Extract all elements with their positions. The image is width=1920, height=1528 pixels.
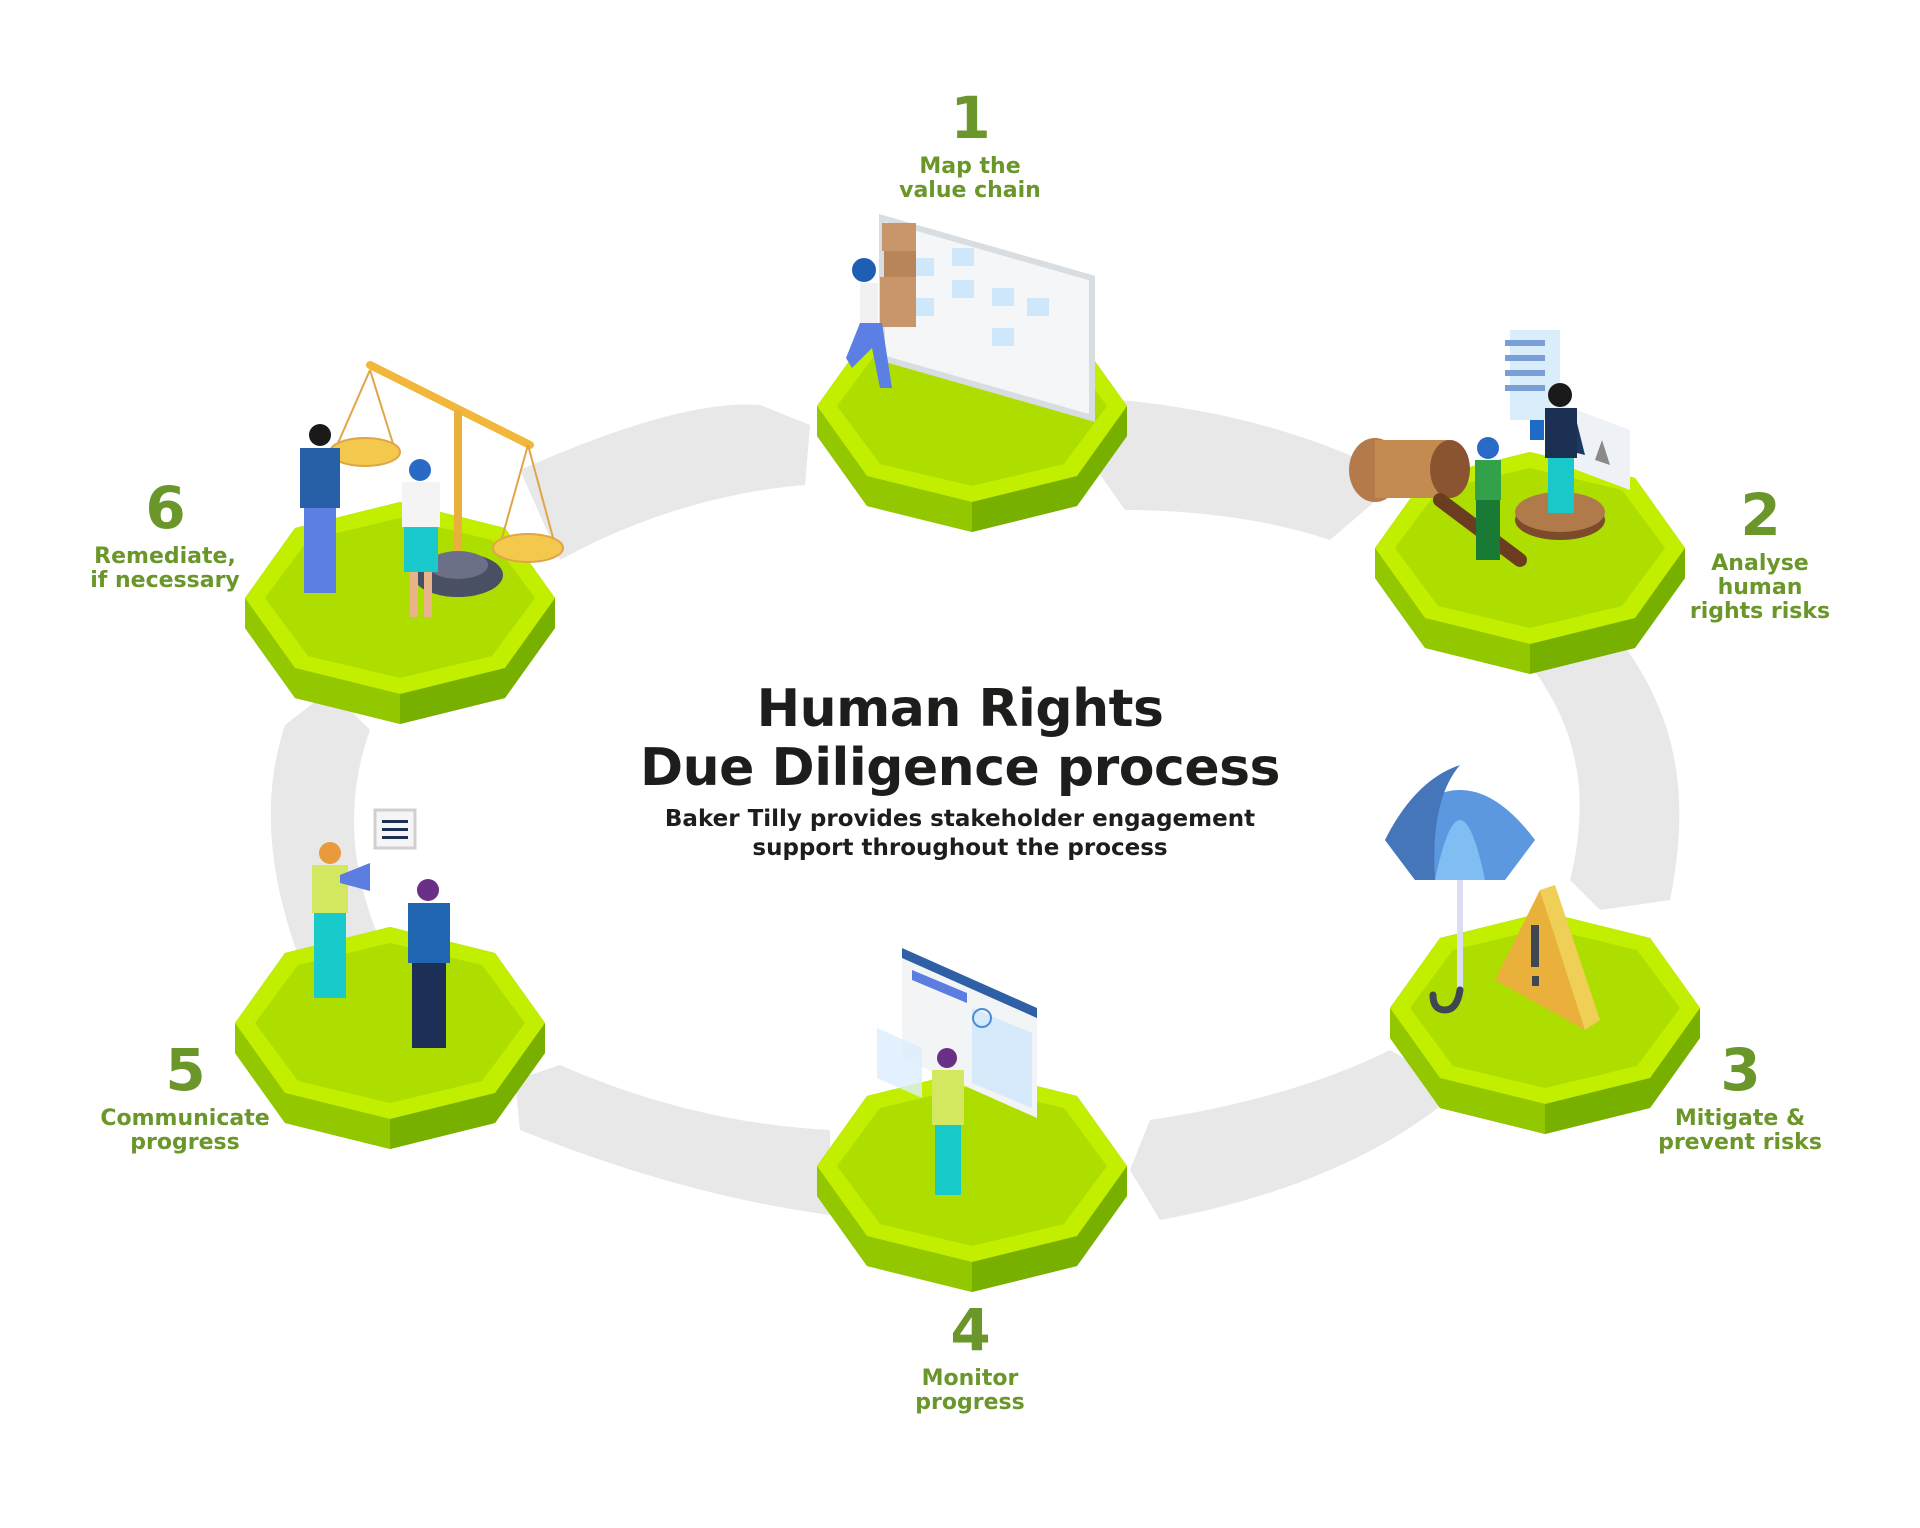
- step-3-title-line-2: prevent risks: [1658, 1130, 1822, 1156]
- listening-man-icon: [408, 879, 450, 1048]
- speech-bubble-icon: [373, 808, 417, 850]
- step-4-platform[interactable]: [817, 948, 1127, 1292]
- thinking-woman-icon: [1475, 437, 1501, 560]
- step-2-title-line-3: rights risks: [1689, 599, 1831, 625]
- step-6-platform[interactable]: [245, 361, 564, 724]
- man-with-magnifier-icon: [932, 1048, 964, 1195]
- arrow-1-to-2: [1090, 400, 1400, 540]
- arrow-5-to-6: [270, 690, 380, 960]
- step-1-title-line-2: value chain: [899, 178, 1041, 204]
- arrow-6-to-1: [520, 404, 810, 560]
- warning-triangle-icon: [1495, 885, 1600, 1030]
- step-6-title-line-2: if necessary: [90, 568, 240, 594]
- subtitle-line-1: Baker Tilly provides stakeholder engagem…: [664, 805, 1256, 832]
- gavel-icon: [1349, 438, 1527, 567]
- step-5-title-line-1: Communicate: [100, 1105, 270, 1131]
- step-6-number: 6: [145, 474, 185, 542]
- step-2-title-line-2: human: [1717, 575, 1803, 601]
- step-6-label: 6 Remediate, if necessary: [70, 478, 260, 593]
- step-1-title-line-1: Map the: [919, 153, 1021, 179]
- step-6-title-line-1: Remediate,: [94, 543, 236, 569]
- step-1-number: 1: [950, 84, 990, 152]
- title-line-2: Due Diligence process: [640, 738, 1280, 799]
- step-5-title-line-2: progress: [130, 1130, 240, 1156]
- arrow-2-to-3: [1530, 640, 1680, 910]
- umbrella-icon: [1385, 765, 1535, 1014]
- step-5-platform[interactable]: [235, 808, 545, 1149]
- step-4-number: 4: [950, 1296, 990, 1364]
- arrow-3-to-4: [1130, 1050, 1460, 1220]
- dashboard-screen-icon: [877, 948, 1037, 1118]
- analyst-man-icon: [1530, 383, 1577, 513]
- step-5-number: 5: [165, 1036, 205, 1104]
- center-heading: Human Rights Due Diligence process Baker…: [560, 679, 1360, 863]
- step-5-label: 5 Communicate progress: [80, 1040, 290, 1155]
- step-2-title-line-1: Analyse: [1711, 550, 1809, 576]
- title-line-1: Human Rights: [756, 679, 1164, 739]
- step-3-platform[interactable]: [1385, 765, 1700, 1134]
- step-2-platform[interactable]: [1349, 330, 1685, 674]
- step-1-label: 1 Map the value chain: [870, 88, 1070, 203]
- woman-with-megaphone-icon: [312, 842, 370, 998]
- woman-carrying-boxes-icon: [846, 223, 916, 388]
- step-1-platform[interactable]: [817, 214, 1127, 532]
- step-3-label: 3 Mitigate & prevent risks: [1640, 1040, 1840, 1155]
- step-2-label: 2 Analyse human rights risks: [1660, 485, 1860, 624]
- step-3-number: 3: [1720, 1036, 1760, 1104]
- step-4-title-line-1: Monitor: [921, 1365, 1019, 1391]
- step-3-title-line-1: Mitigate &: [1674, 1105, 1806, 1131]
- handshake-people-icon: [300, 424, 440, 617]
- cycle-ring: [270, 400, 1680, 1220]
- step-4-title-line-2: progress: [915, 1390, 1025, 1416]
- step-4-label: 4 Monitor progress: [870, 1300, 1070, 1415]
- arrow-4-to-5: [515, 1065, 830, 1215]
- subtitle-line-2: support throughout the process: [752, 834, 1168, 861]
- step-2-number: 2: [1740, 481, 1780, 549]
